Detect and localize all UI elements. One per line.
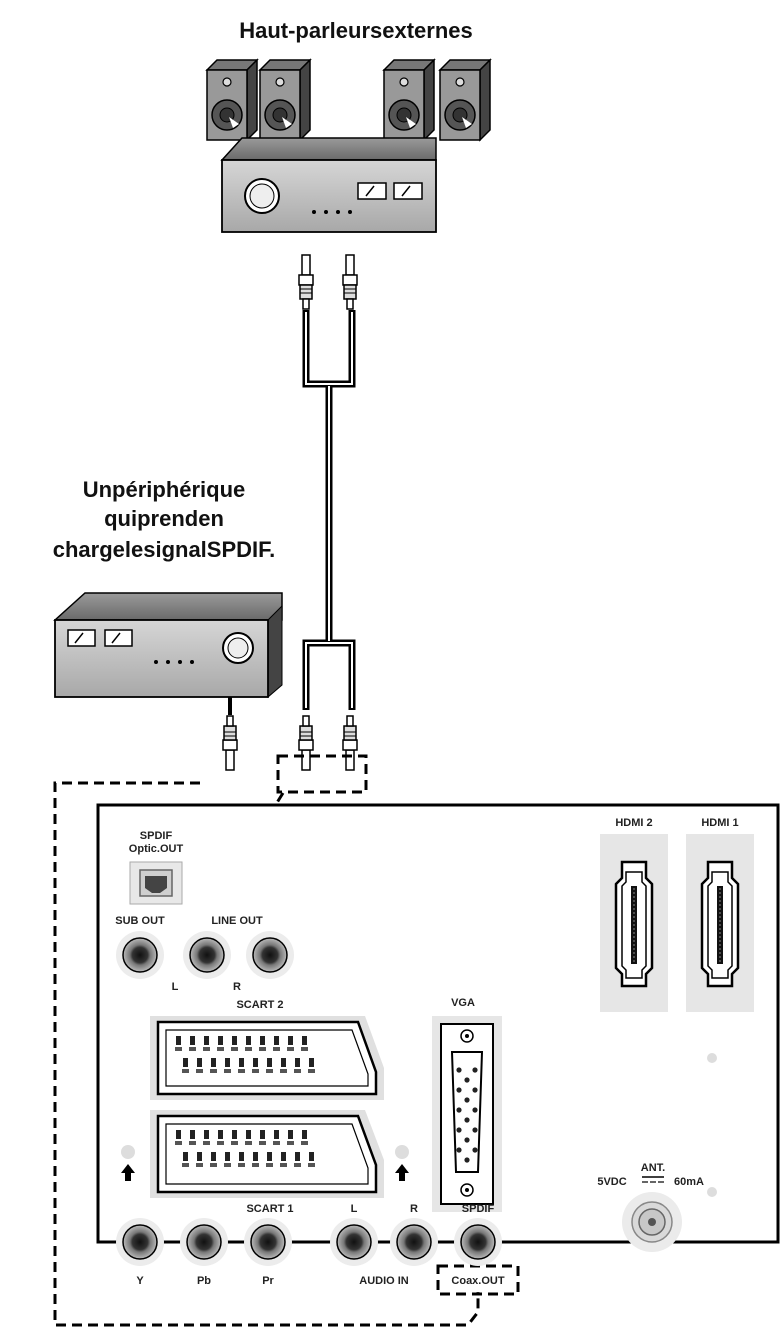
led-indicator-upper-right (707, 1053, 717, 1063)
hdmi2-port (598, 832, 670, 1014)
ant-label: ANT. (641, 1162, 665, 1174)
amplifier-illustration (220, 137, 437, 233)
amp-rca-plugs (298, 254, 358, 310)
audio-in-label: AUDIO IN (359, 1275, 409, 1287)
speakers-title: Haut-parleursexternes (239, 18, 473, 43)
pr-label: Pr (262, 1275, 274, 1287)
ant-voltage: 5VDC (597, 1176, 626, 1188)
spdif-optic-label-1: SPDIF (140, 830, 173, 842)
scart1-label: SCART 1 (246, 1203, 293, 1215)
device-label-line-3: chargelesignalSPDIF. (53, 537, 276, 562)
spdif-cable (222, 697, 238, 771)
device-label-line-2: quiprenden (104, 506, 224, 531)
led-indicator-left (121, 1145, 135, 1181)
hdmi1-label: HDMI 1 (701, 817, 738, 829)
hdmi1-port (684, 832, 756, 1014)
spdif-optic-label-2: Optic.OUT (129, 843, 184, 855)
speakers-illustration (206, 59, 491, 141)
lineout-rca-plugs (298, 715, 358, 771)
y-label: Y (136, 1275, 144, 1287)
pb-label: Pb (197, 1275, 211, 1287)
vga-port (432, 1016, 502, 1212)
line-out-l-label: L (172, 981, 179, 993)
audio-in-l-jack (330, 1218, 378, 1266)
line-out-l-jack (183, 931, 231, 979)
audio-in-r-label: R (410, 1203, 418, 1215)
spdif-coax-jack (454, 1218, 502, 1266)
spdif-device-label: Unpériphérique quiprenden chargelesignal… (53, 477, 276, 562)
line-out-r-label: R (233, 981, 241, 993)
hdmi2-label: HDMI 2 (615, 817, 652, 829)
scart2-label: SCART 2 (236, 999, 283, 1011)
pb-jack (180, 1218, 228, 1266)
sub-out-label: SUB OUT (115, 915, 165, 927)
line-out-r-jack (246, 931, 294, 979)
scart1-port (150, 1110, 384, 1198)
sub-out-jack (116, 931, 164, 979)
pr-jack (244, 1218, 292, 1266)
led-indicator-lower-right (707, 1187, 717, 1197)
coax-out-label: Coax.OUT (451, 1275, 504, 1287)
line-out-label: LINE OUT (211, 915, 263, 927)
vga-label: VGA (451, 997, 475, 1009)
spdif-label: SPDIF (462, 1203, 495, 1215)
spdif-device-illustration (53, 592, 283, 699)
scart2-port (150, 1016, 384, 1100)
optical-port (129, 861, 183, 905)
audio-in-r-jack (390, 1218, 438, 1266)
antenna-rating-label: 5VDC ANT. 60mA (597, 1162, 704, 1188)
led-indicator-right (395, 1145, 409, 1181)
antenna-port (622, 1192, 682, 1252)
tv-rear-panel: SPDIF Optic.OUT SUB OUT LINE OUT L R SCA… (96, 803, 780, 1287)
y-jack (116, 1218, 164, 1266)
ant-current: 60mA (674, 1176, 704, 1188)
audio-in-l-label: L (351, 1203, 358, 1215)
device-label-line-1: Unpériphérique (83, 477, 246, 502)
